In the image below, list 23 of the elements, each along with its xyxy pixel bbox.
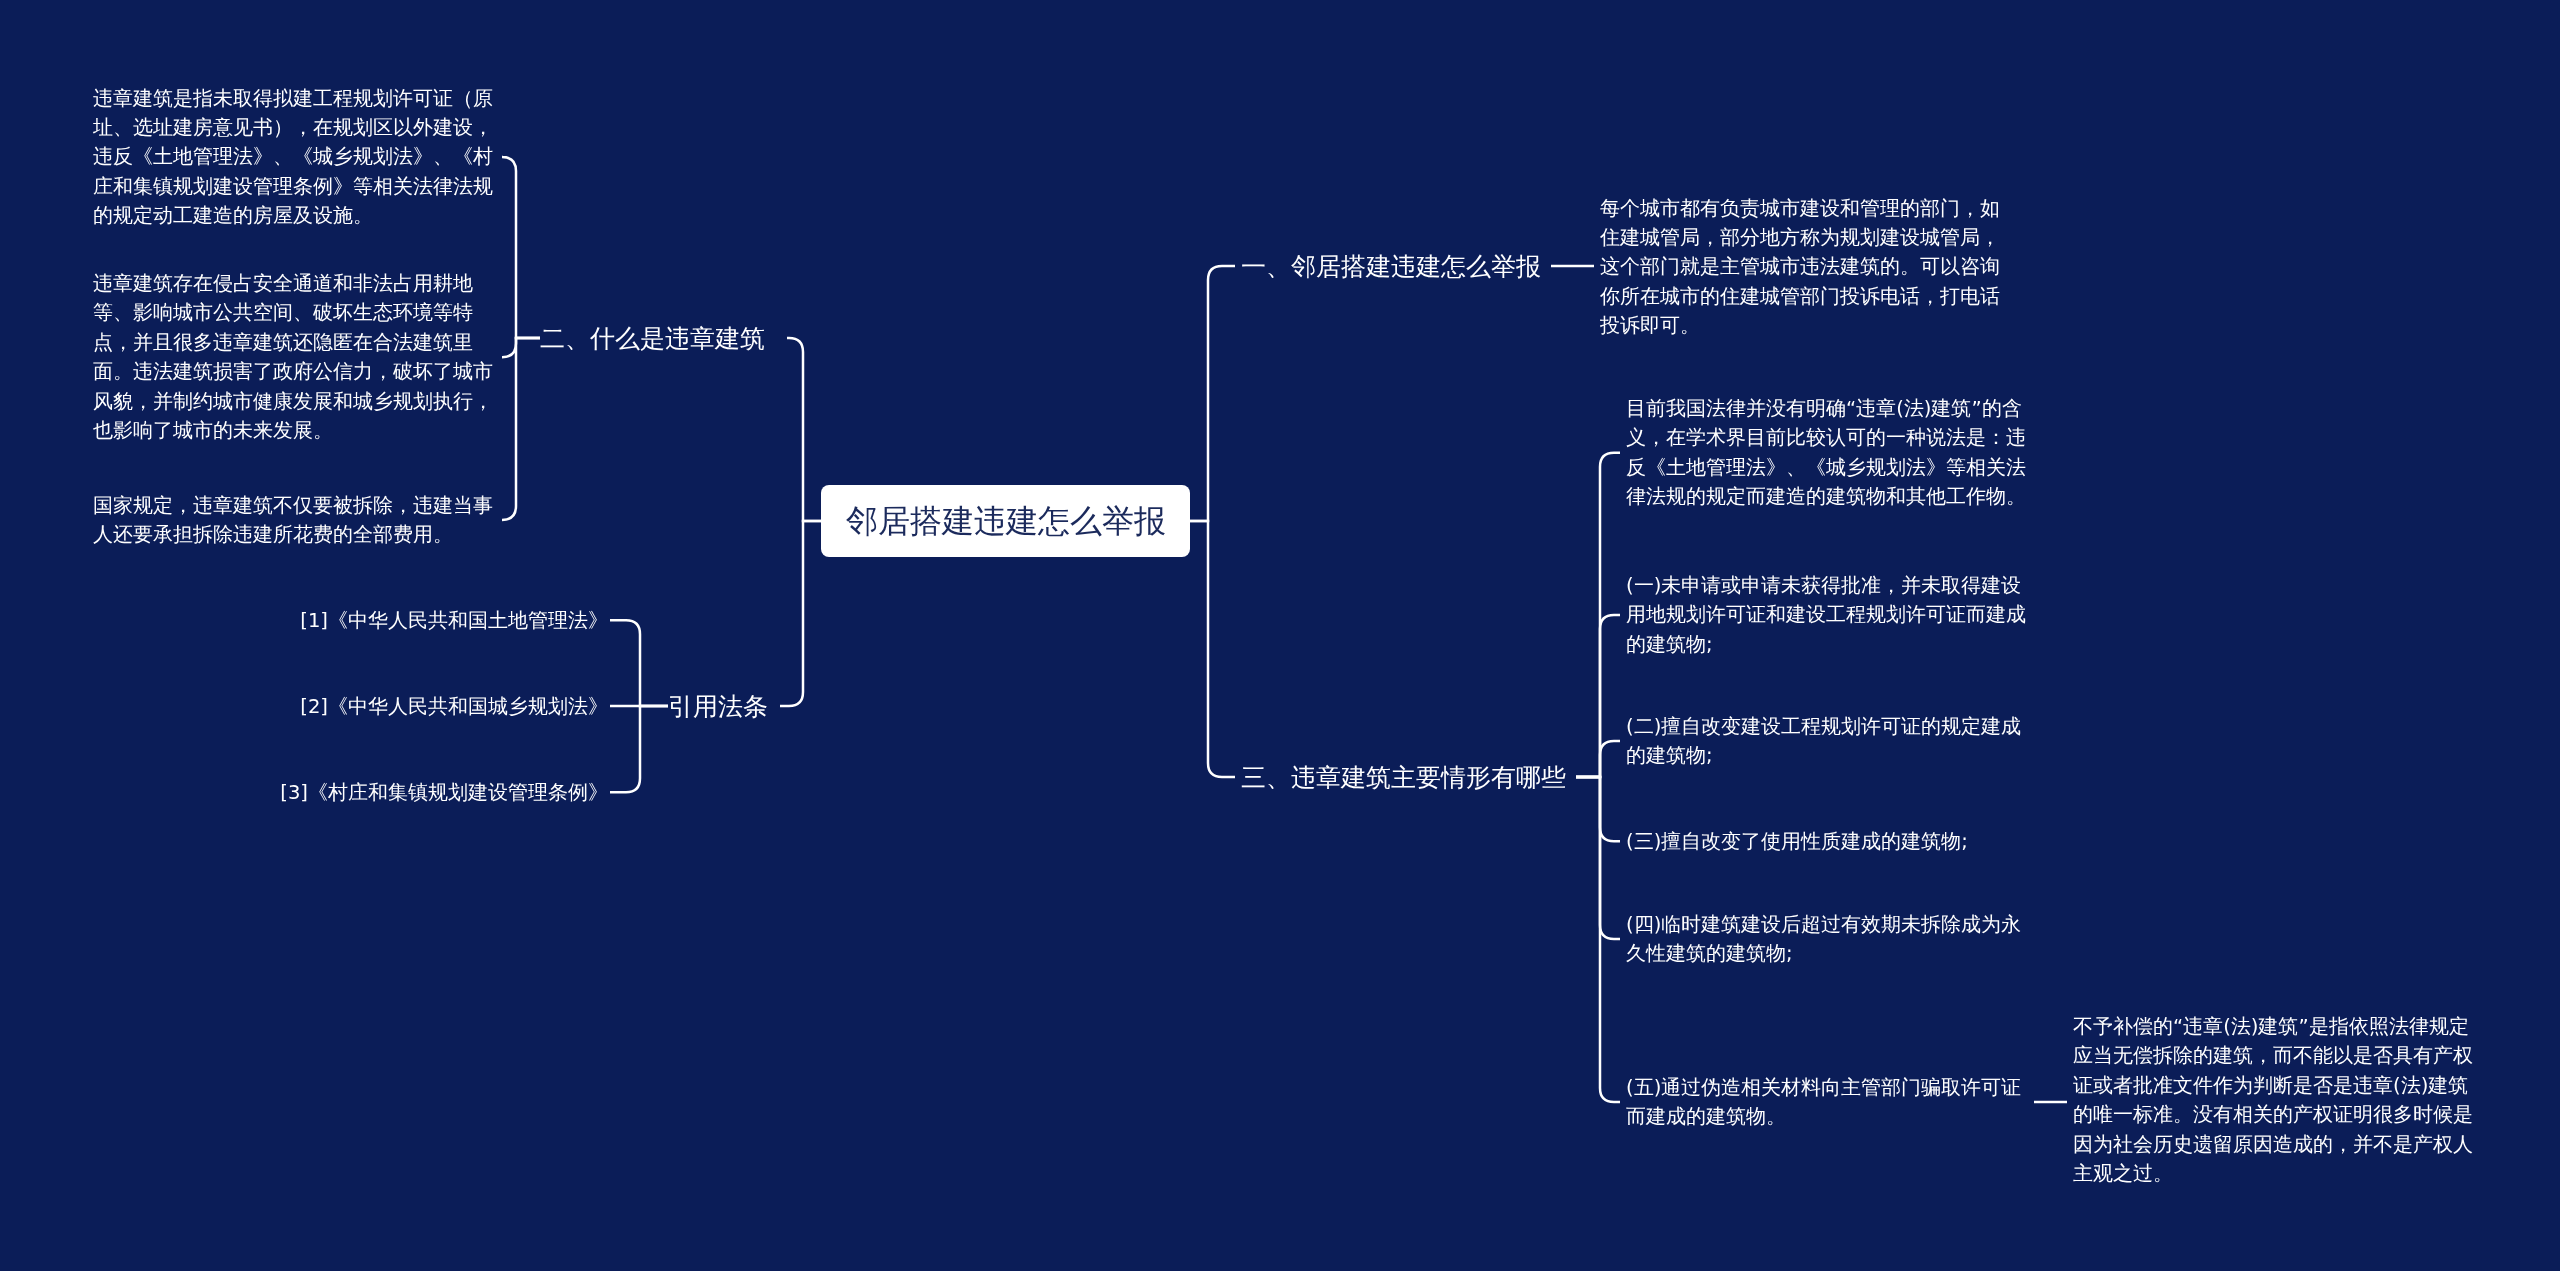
citation-text: [1]《中华人民共和国土地管理法》 [299, 607, 608, 634]
connector-line [1551, 264, 1594, 268]
branch-topic: 引用法条 [668, 690, 769, 723]
note-text: (三)擅自改变了使用性质建成的建筑物; [1626, 828, 1969, 855]
central-topic: 邻居搭建违建怎么举报 [844, 500, 1167, 542]
note-text: 目前我国法律并没有明确“违章(法)建筑”的含义，在学术界目前比较认可的一种说法是：违反《土地管理法》、《城乡规划法》等相关法律法规的规定而建造的建筑物和其他工作物。 [1626, 396, 2027, 511]
note-text: 违章建筑存在侵占安全通道和非法占用耕地等、影响城市公共空间、破坏生态环境等特点，并且很多违章建筑还隐匿在合法建筑里面。违法建筑损害了政府公信力，破坏了城市风貌，并制约城市健康发展和城乡规划执行，也影响了城市的未来发展。 [93, 271, 494, 444]
note-text: 每个城市都有负责城市建设和管理的部门，如住建城管局，部分地方称为规划建设城管局，这个部门就是主管城市违法建筑的。可以咨询你所在城市的住建城管部门投诉电话，打电话投诉即可。 [1600, 195, 2001, 340]
branch-topic: 三、违章建筑主要情形有哪些 [1241, 761, 1567, 794]
note-text: (一)未申请或申请未获得批准，并未取得建设用地规划许可证和建设工程规划许可证而建成的建筑物; [1626, 573, 2027, 658]
connector-line [500, 336, 540, 522]
note-text: 不予补偿的“违章(法)建筑”是指依照法律规定应当无偿拆除的建筑，而不能以是否具有产权证或者批准文件作为判断是否是违章(法)建筑的唯一标准。没有相关的产权证明很多时候是因为社会历史遗留原因造成的，并不是产权人主观之过。 [2073, 1014, 2474, 1187]
note-text: 违章建筑是指未取得拟建工程规划许可证（原址、选址建房意见书），在规划区以外建设，违反《土地管理法》、《城乡规划法》、《村庄和集镇规划建设管理条例》等相关法律法规的规定动工建造的房屋及设施。 [93, 85, 494, 230]
note-text: 国家规定，违章建筑不仅要被拆除，违建当事人还要承担拆除违建所花费的全部费用。 [93, 492, 494, 548]
citation-text: [3]《村庄和集镇规划建设管理条例》 [279, 779, 608, 806]
central-topic-box [821, 484, 1190, 558]
connector-line [2034, 1100, 2067, 1104]
note-text: (四)临时建筑建设后超过有效期未拆除成为永久性建筑的建筑物; [1626, 911, 2023, 967]
branch-topic: 二、什么是违章建筑 [540, 322, 766, 355]
note-text: (二)擅自改变建设工程规划许可证的规定建成的建筑物; [1626, 713, 2023, 769]
note-text: (五)通过伪造相关材料向主管部门骗取许可证而建成的建筑物。 [1626, 1074, 2023, 1130]
citation-text: [2]《中华人民共和国城乡规划法》 [299, 693, 608, 720]
branch-topic: 一、邻居搭建违建怎么举报 [1241, 250, 1542, 283]
